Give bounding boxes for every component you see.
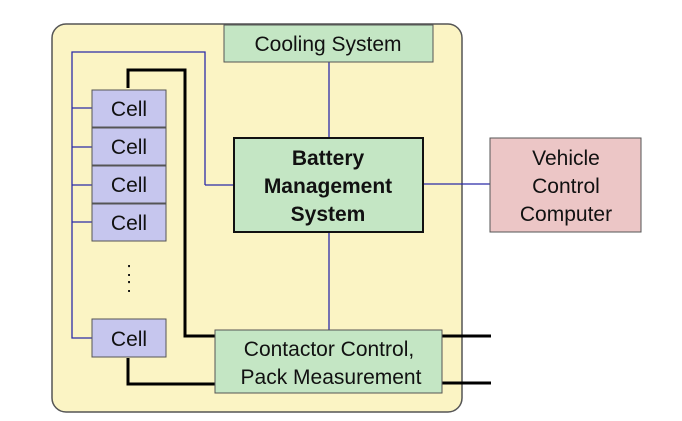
cell-box-2 bbox=[91, 127, 167, 166]
vehicle-control-computer-box bbox=[489, 137, 642, 233]
bms-box bbox=[233, 137, 424, 233]
cooling-system-box bbox=[223, 24, 434, 63]
contactor-control-box bbox=[214, 329, 443, 394]
power-path bbox=[126, 68, 491, 386]
vcc-label-line-2: Control bbox=[532, 175, 600, 198]
contactor-label-line-2: Pack Measurement bbox=[241, 366, 422, 389]
cell-box-1 bbox=[91, 89, 167, 128]
contactor-label-line-1: Contactor Control, bbox=[244, 338, 414, 361]
cell-box-4 bbox=[91, 203, 167, 242]
bms-signal-links bbox=[328, 62, 490, 330]
cell-ellipsis-bottom: : bbox=[126, 275, 132, 297]
cell-box-5 bbox=[91, 318, 167, 358]
vcc-label-line-3: Computer bbox=[520, 203, 612, 226]
cell-label-2: Cell bbox=[111, 136, 147, 159]
vcc-label-line-1: Vehicle bbox=[532, 147, 600, 170]
bms-label-line-1: Battery bbox=[292, 147, 365, 170]
cell-label-3: Cell bbox=[111, 174, 147, 197]
cell-stack: Cell Cell Cell Cell : : Cell bbox=[91, 89, 167, 358]
cell-ellipsis-top: : bbox=[126, 259, 132, 281]
cell-label-1: Cell bbox=[111, 98, 147, 121]
bms-label-line-2: Management bbox=[264, 175, 392, 198]
cell-label-5: Cell bbox=[111, 328, 147, 351]
bms-label-line-3: System bbox=[291, 203, 366, 226]
cell-label-4: Cell bbox=[111, 212, 147, 235]
cooling-system-label: Cooling System bbox=[254, 33, 401, 56]
cell-box-3 bbox=[91, 165, 167, 204]
cell-sense-wiring bbox=[71, 51, 234, 339]
